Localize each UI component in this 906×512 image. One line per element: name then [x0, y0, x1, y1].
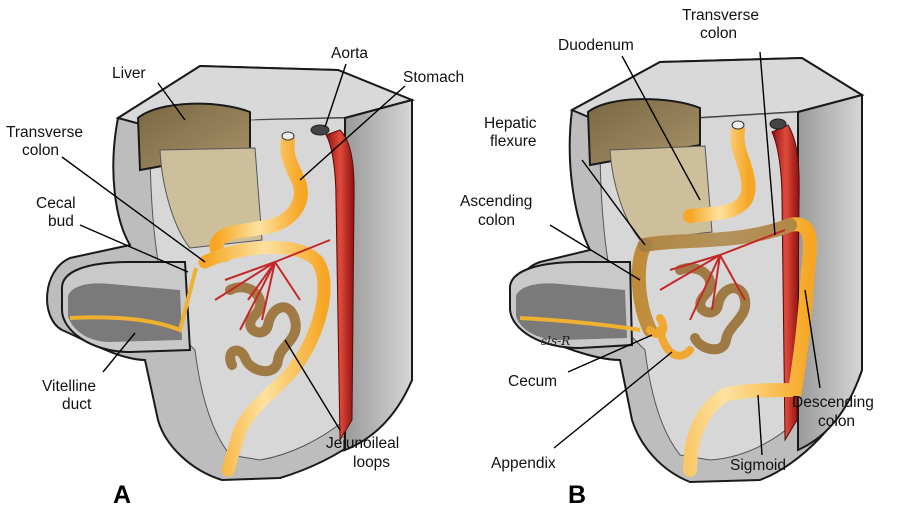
label-ascending-colon-line1: Ascending [460, 193, 532, 210]
label-vitelline-duct-line1: Vitelline [42, 378, 96, 395]
label-descending-colon-line2: colon [818, 413, 855, 430]
panel-a-side-wall [345, 100, 412, 450]
label-cecal-bud-line2: bud [48, 213, 74, 230]
label-transverse-colon-b-line2: colon [700, 25, 737, 42]
label-descending-colon-line1: Descending [792, 394, 874, 411]
label-hepatic-flexure-line1: Hepatic [484, 115, 537, 132]
label-transverse-colon-b-line1: Transverse [682, 7, 759, 24]
label-appendix: Appendix [491, 455, 556, 472]
panel-a-stalk-lumen [68, 283, 182, 342]
label-jejunoileal-loops-line2: loops [353, 454, 390, 471]
label-transverse-colon-line1: Transverse [6, 124, 83, 141]
panel-b-esophagus-opening [732, 121, 744, 129]
label-duodenum: Duodenum [558, 37, 634, 54]
panel-b-stalk-lumen [516, 283, 627, 340]
panel-a-letter: A [113, 481, 131, 509]
label-jejunoileal-loops-line1: Jejunoileal [326, 435, 399, 452]
label-vitelline-duct-line2: duct [62, 396, 92, 413]
label-transverse-colon-line2: colon [22, 142, 59, 159]
label-aorta: Aorta [331, 45, 368, 62]
label-cecal-bud-line1: Cecal [36, 195, 76, 212]
panel-b-letter: B [568, 481, 586, 509]
label-cecum: Cecum [508, 373, 557, 390]
label-sigmoid: Sigmoid [730, 457, 786, 474]
label-hepatic-flexure-line2: flexure [490, 133, 537, 150]
panel-a-esophagus-opening [282, 132, 294, 140]
panel-b-aorta-opening [770, 119, 786, 129]
label-stomach: Stomach [403, 69, 464, 86]
panel-b-drawing: sls-R [510, 58, 862, 482]
artist-signature: sls-R [541, 334, 570, 348]
label-liver: Liver [112, 65, 146, 82]
label-ascending-colon-line2: colon [478, 212, 515, 229]
panel-a-aorta-opening [311, 125, 329, 135]
